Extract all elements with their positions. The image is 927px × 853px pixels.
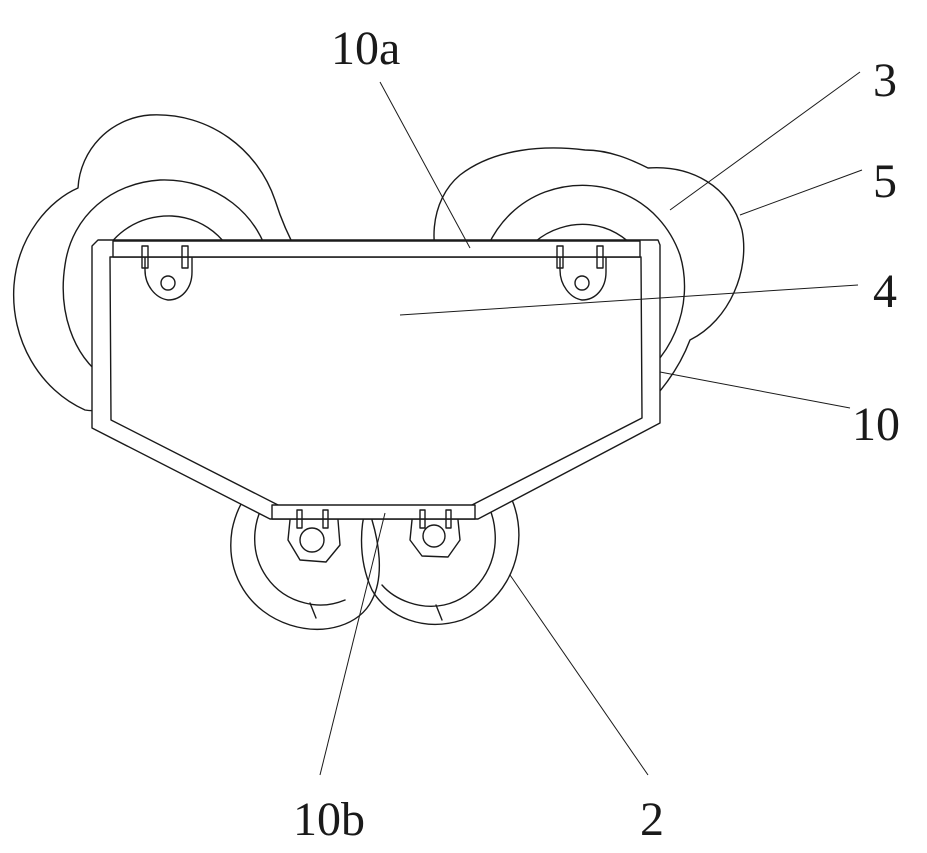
reference-labels: 10a 3 5 4 10 10b 2 bbox=[293, 22, 900, 846]
lower-left-roller-notch-bottom bbox=[309, 602, 317, 619]
leader-2 bbox=[509, 574, 649, 776]
lower-left-bracket-body bbox=[287, 519, 341, 563]
label-2: 2 bbox=[640, 793, 664, 846]
leader-3 bbox=[669, 71, 861, 211]
label-3: 3 bbox=[873, 54, 897, 107]
lower-right-bracket bbox=[409, 509, 461, 558]
lower-right-bracket-hole bbox=[422, 524, 446, 548]
lower-right-bracket-bolt-2 bbox=[445, 509, 452, 529]
label-4: 4 bbox=[873, 265, 897, 318]
top-right-bracket-bolt-1 bbox=[556, 245, 564, 269]
leader-10b bbox=[319, 512, 386, 776]
label-10b: 10b bbox=[293, 793, 365, 846]
lower-left-bracket-hole bbox=[299, 527, 325, 553]
top-right-bracket bbox=[556, 245, 607, 301]
top-right-bracket-bolt-2 bbox=[596, 245, 604, 269]
top-left-bracket-bolt-2 bbox=[181, 245, 189, 269]
label-10a: 10a bbox=[331, 22, 400, 75]
leader-10 bbox=[659, 371, 851, 409]
label-5: 5 bbox=[873, 155, 897, 208]
lower-left-bracket-bolt-2 bbox=[322, 509, 329, 529]
lower-right-roller-notch-bottom bbox=[435, 604, 443, 621]
frame-10 bbox=[91, 239, 661, 520]
lower-left-bracket bbox=[287, 509, 341, 563]
top-left-bracket-body bbox=[144, 257, 193, 301]
leader-5 bbox=[739, 169, 863, 216]
leader-10a bbox=[379, 81, 471, 249]
lower-right-bracket-bolt-1 bbox=[419, 509, 426, 529]
top-bar-10a bbox=[112, 240, 641, 258]
top-right-bracket-hole bbox=[574, 275, 590, 291]
lower-left-bracket-bolt-1 bbox=[296, 509, 303, 529]
top-left-bracket bbox=[141, 245, 193, 301]
top-right-bracket-body bbox=[559, 257, 607, 301]
leader-lines bbox=[319, 71, 863, 776]
top-left-bracket-hole bbox=[160, 275, 176, 291]
lower-right-bracket-body bbox=[409, 519, 461, 558]
leader-4 bbox=[399, 284, 859, 316]
label-10: 10 bbox=[852, 398, 900, 451]
top-left-bracket-bolt-1 bbox=[141, 245, 149, 269]
